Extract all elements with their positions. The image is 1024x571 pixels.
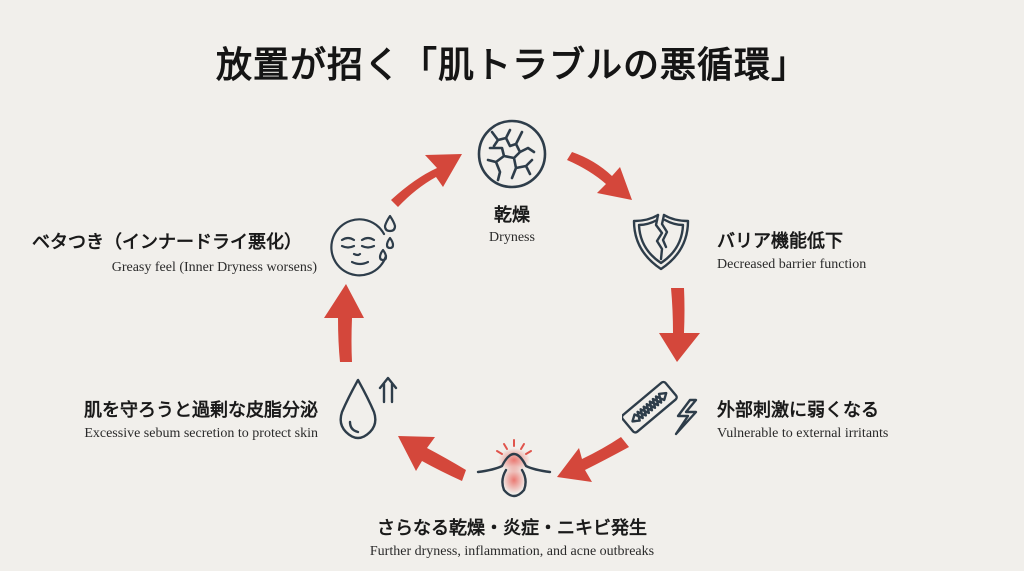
- node-label-en: Vulnerable to external irritants: [717, 426, 889, 441]
- node-label-jp: バリア機能低下: [717, 231, 843, 252]
- cycle-node-dryness: 乾燥 Dryness: [462, 201, 562, 246]
- node-label-en: Dryness: [489, 230, 535, 245]
- arrow-2-to-3: [659, 288, 700, 362]
- arrow-4-to-5: [398, 436, 466, 481]
- cycle-node-greasy: ベタつき（インナードライ悪化） Greasy feel (Inner Dryne…: [32, 228, 317, 276]
- node-label-en: Greasy feel (Inner Dryness worsens): [111, 260, 317, 275]
- oil-drop-up-icon: [336, 376, 402, 440]
- arrow-6-to-1: [391, 154, 462, 207]
- arrow-1-to-2: [567, 152, 632, 200]
- node-label-jp: ベタつき（インナードライ悪化）: [32, 232, 302, 253]
- node-label-jp: 乾燥: [494, 205, 530, 226]
- acne-pimple-icon: [474, 436, 554, 500]
- cycle-node-barrier: バリア機能低下 Decreased barrier function: [717, 227, 866, 273]
- node-label-jp: 肌を守ろうと過剰な皮脂分泌: [84, 400, 318, 421]
- node-label-en: Decreased barrier function: [717, 257, 867, 272]
- arrow-3-to-4: [557, 437, 629, 482]
- page-title: 放置が招く「肌トラブルの悪循環」: [215, 45, 808, 86]
- node-label-jp: 外部刺激に弱くなる: [717, 400, 879, 421]
- razor-blade-icon: [622, 378, 702, 438]
- node-label-en: Excessive sebum secretion to protect ski…: [84, 426, 318, 441]
- node-label-jp: さらなる乾燥・炎症・ニキビ発生: [377, 518, 647, 539]
- cycle-node-acne: さらなる乾燥・炎症・ニキビ発生 Further dryness, inflamm…: [312, 514, 712, 560]
- broken-shield-icon: [630, 211, 692, 273]
- cycle-node-irritants: 外部刺激に弱くなる Vulnerable to external irritan…: [717, 396, 888, 442]
- cycle-node-sebum: 肌を守ろうと過剰な皮脂分泌 Excessive sebum secretion …: [56, 396, 318, 442]
- node-label-en: Further dryness, inflammation, and acne …: [369, 544, 655, 559]
- sweaty-face-icon: [330, 212, 402, 278]
- cracked-skin-icon: [476, 118, 548, 190]
- arrow-5-to-6: [324, 284, 364, 362]
